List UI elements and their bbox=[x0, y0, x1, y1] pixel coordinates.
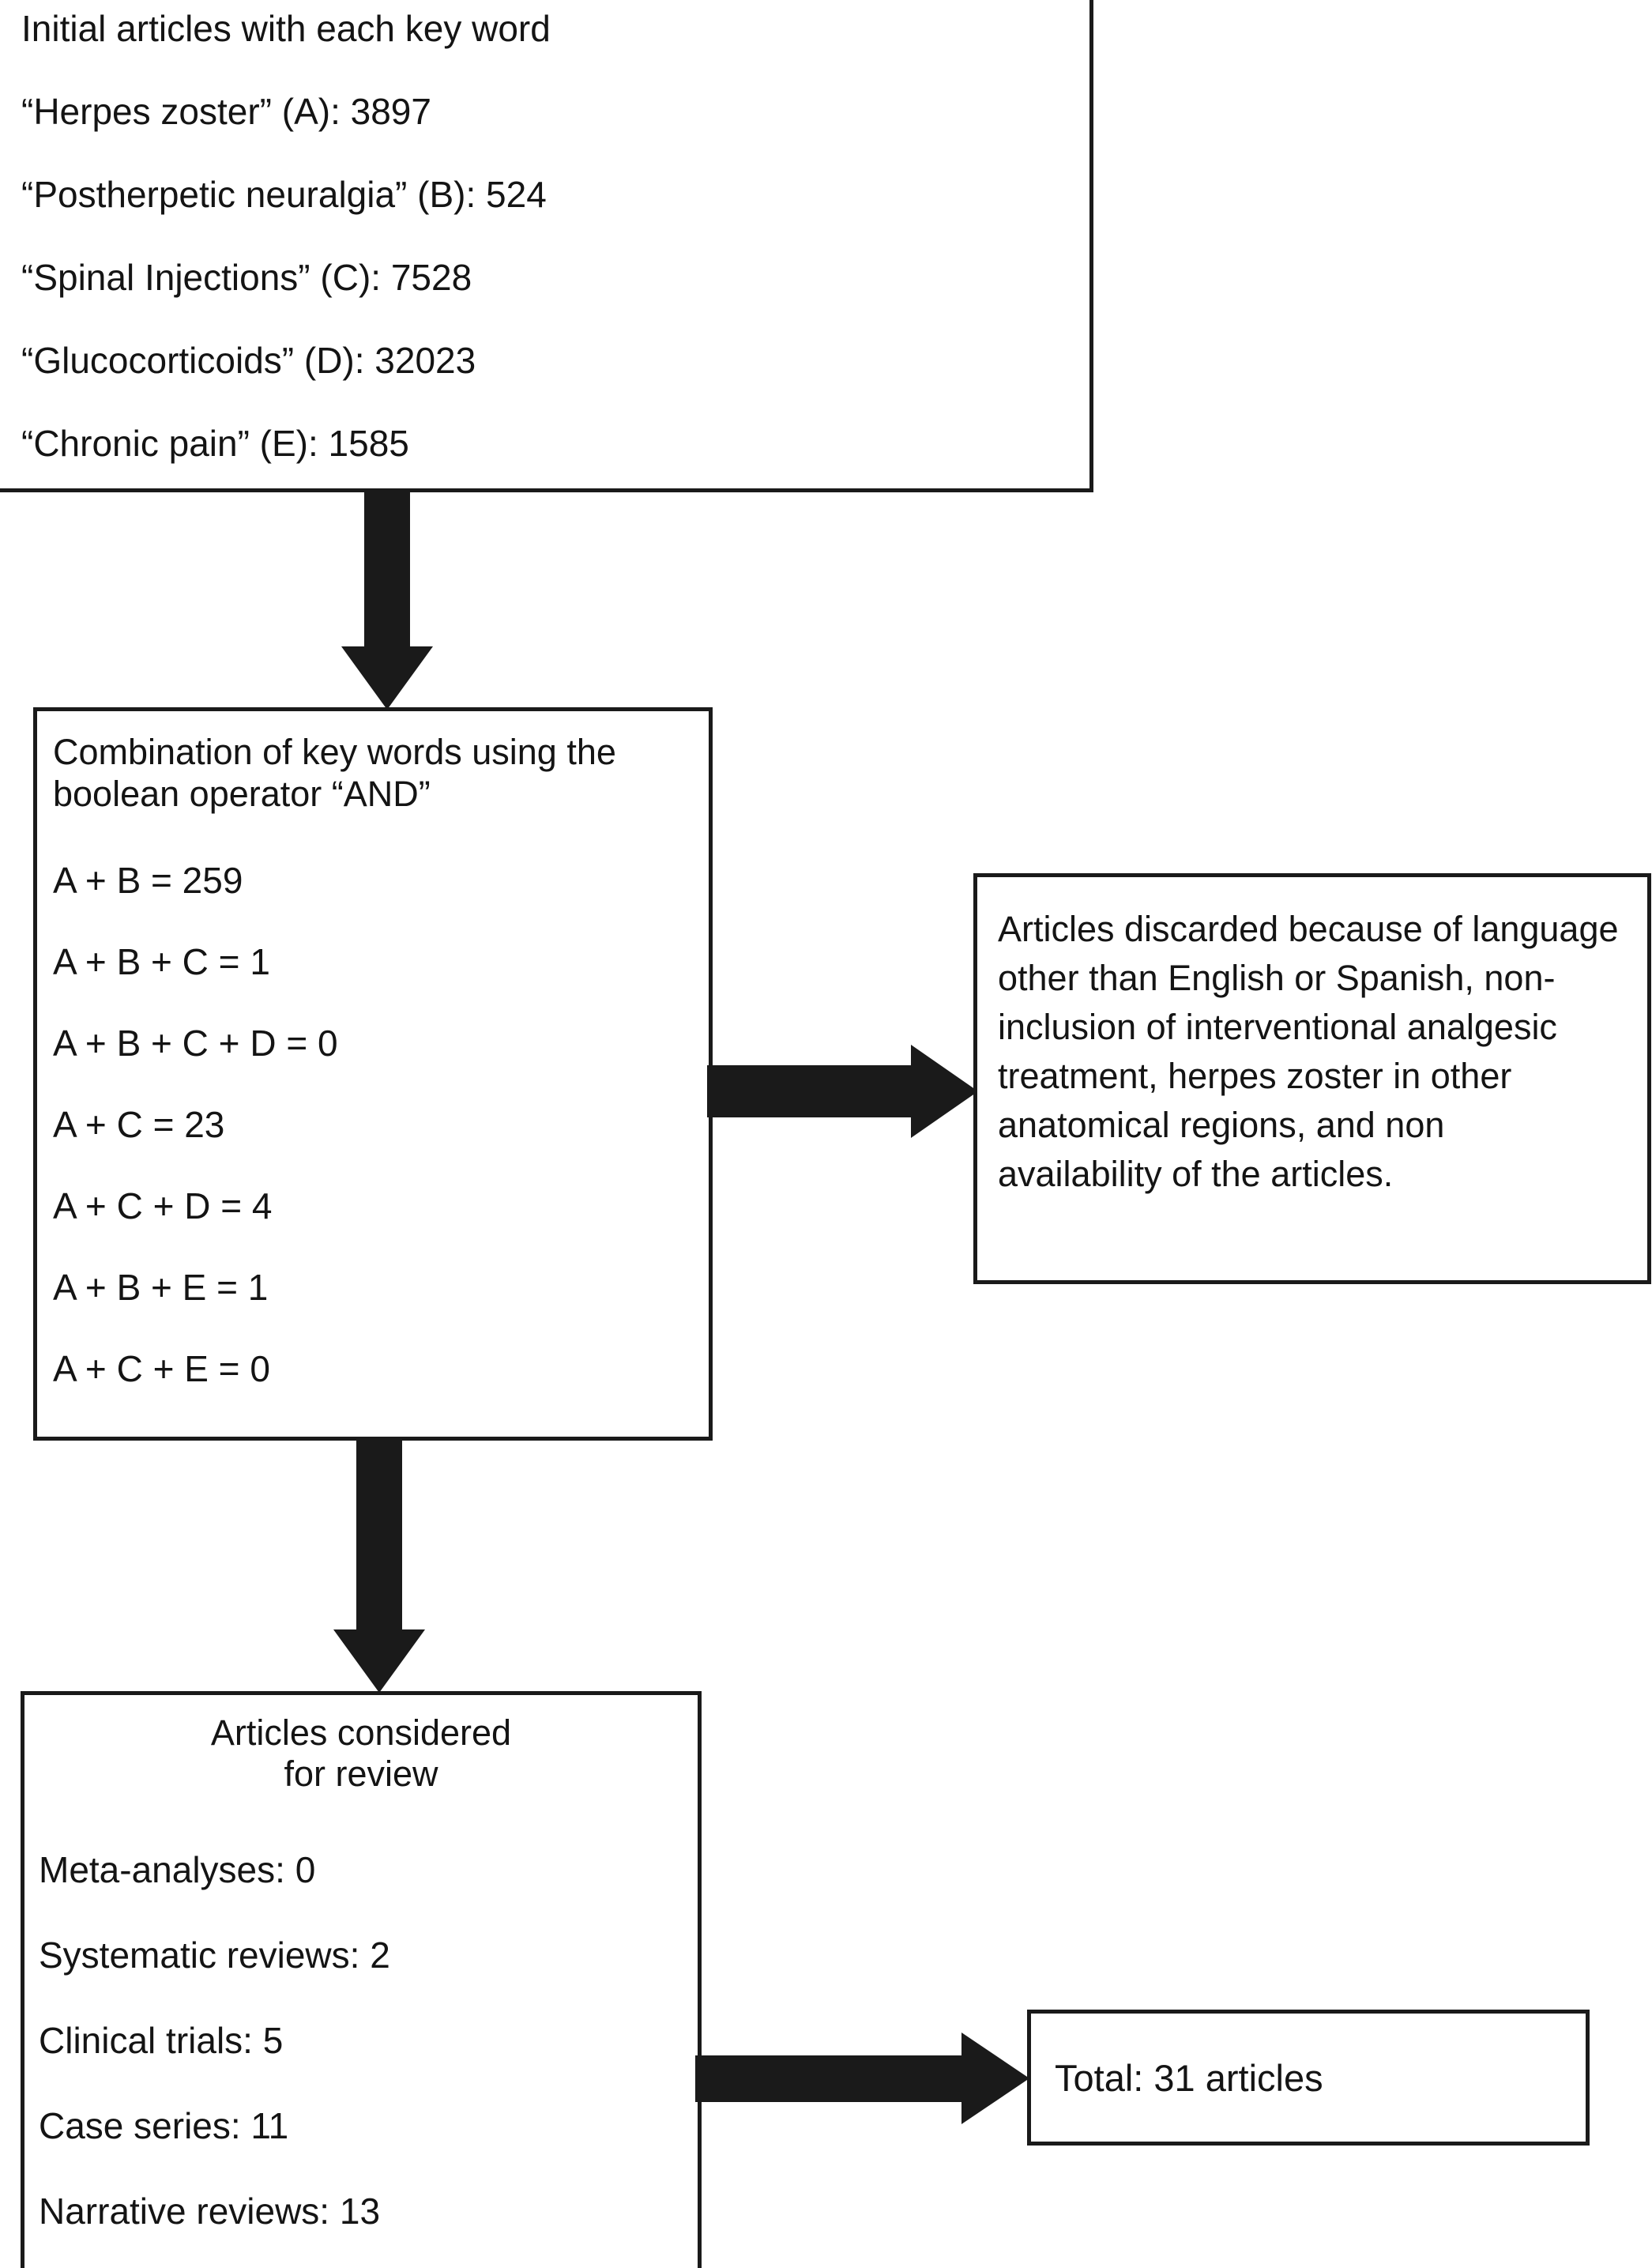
keyword-line-b: “Postherpetic neuralgia” (B): 524 bbox=[21, 174, 547, 215]
combination-line-ace: A + C + E = 0 bbox=[53, 1348, 270, 1390]
box-considered-heading: Articles considered for review bbox=[210, 1712, 512, 1794]
considered-line-narrative-reviews: Narrative reviews: 13 bbox=[39, 2191, 381, 2232]
box-discarded-articles: Articles discarded because of language o… bbox=[973, 873, 1651, 1284]
keyword-line-d: “Glucocorticoids” (D): 32023 bbox=[21, 340, 476, 381]
combination-line-abcd: A + B + C + D = 0 bbox=[53, 1023, 338, 1064]
combination-line-abc: A + B + C = 1 bbox=[53, 941, 270, 983]
keyword-line-e: “Chronic pain” (E): 1585 bbox=[21, 423, 409, 464]
box-articles-considered: Articles considered for review Meta-anal… bbox=[21, 1691, 702, 2268]
box-considered-content: Meta-analyses: 0 Systematic reviews: 2 C… bbox=[39, 1852, 687, 2229]
considered-line-clinical-trials: Clinical trials: 5 bbox=[39, 2020, 284, 2061]
keyword-line-c: “Spinal Injections” (C): 7528 bbox=[21, 257, 472, 298]
arrow-considered-to-total bbox=[695, 2033, 1031, 2127]
combination-line-abe: A + B + E = 1 bbox=[53, 1267, 269, 1309]
box-combination-content: Combination of key words using the boole… bbox=[53, 731, 701, 1387]
box-initial-articles: Initial articles with each key word “Her… bbox=[0, 0, 1093, 492]
box-total-text: Total: 31 articles bbox=[1055, 2056, 1323, 2099]
considered-line-meta-analyses: Meta-analyses: 0 bbox=[39, 1849, 316, 1890]
box-combination-of-keywords: Combination of key words using the boole… bbox=[33, 707, 713, 1441]
considered-line-case-series: Case series: 11 bbox=[39, 2105, 289, 2146]
arrow-combination-to-considered bbox=[332, 1437, 427, 1694]
considered-line-systematic-reviews: Systematic reviews: 2 bbox=[39, 1935, 390, 1976]
box-initial-content: Initial articles with each key word “Her… bbox=[21, 10, 1064, 462]
arrow-initial-to-combination bbox=[340, 490, 435, 711]
box-total-articles: Total: 31 articles bbox=[1027, 2010, 1590, 2146]
combination-line-ac: A + C = 23 bbox=[53, 1104, 225, 1146]
combination-line-acd: A + C + D = 4 bbox=[53, 1185, 273, 1227]
box-initial-heading: Initial articles with each key word bbox=[21, 8, 551, 49]
arrow-combination-to-discarded bbox=[707, 1045, 980, 1140]
keyword-line-a: “Herpes zoster” (A): 3897 bbox=[21, 91, 431, 132]
combination-line-ab: A + B = 259 bbox=[53, 860, 243, 902]
box-discarded-text: Articles discarded because of language o… bbox=[998, 909, 1619, 1195]
box-combination-heading: Combination of key words using the boole… bbox=[53, 732, 616, 815]
